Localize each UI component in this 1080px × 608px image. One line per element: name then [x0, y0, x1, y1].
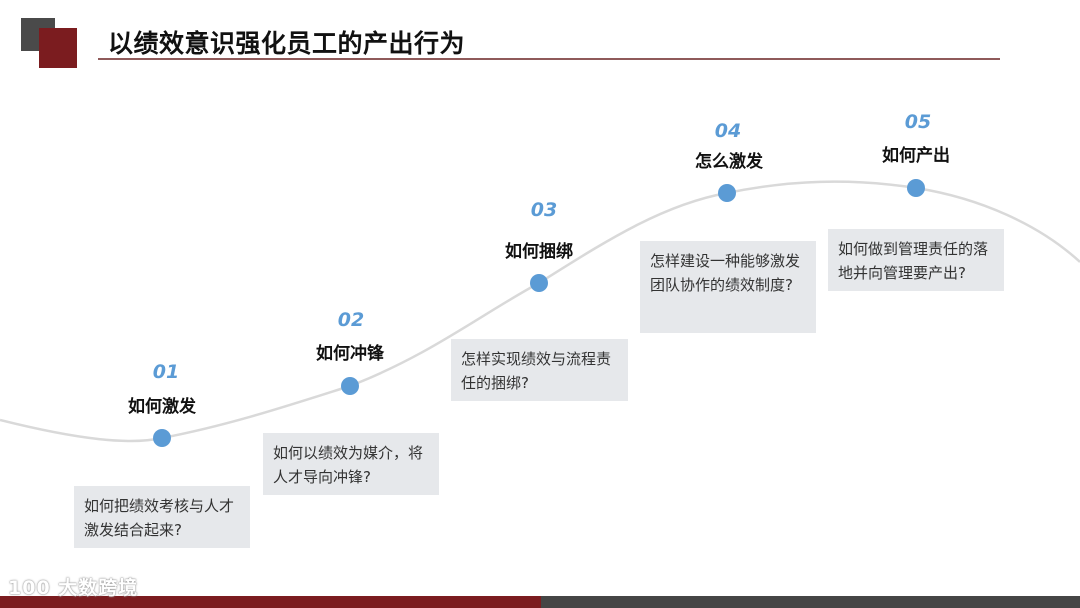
step-5-number: 05: [904, 111, 932, 133]
step-1-label: 如何激发: [128, 397, 196, 417]
step-3-label: 如何捆绑: [505, 242, 573, 262]
step-3-number: 03: [530, 199, 558, 221]
slide-title: 以绩效意识强化员工的产出行为: [108, 29, 466, 58]
step-3-description: 怎样实现绩效与流程责任的捆绑?: [451, 339, 628, 401]
step-2-label: 如何冲锋: [316, 344, 384, 364]
footer-bar-red: [0, 596, 541, 608]
decor-square-red: [39, 28, 77, 68]
footer-bar-gray: [541, 596, 1080, 608]
step-2-description: 如何以绩效为媒介，将人才导向冲锋?: [263, 433, 439, 495]
step-4-label: 怎么激发: [695, 152, 763, 172]
step-5-label: 如何产出: [882, 146, 950, 166]
step-1-description: 如何把绩效考核与人才激发结合起来?: [74, 486, 250, 548]
step-1-dot: [153, 429, 171, 447]
step-2-dot: [341, 377, 359, 395]
watermark-logo: 100 大数跨境: [8, 577, 139, 599]
step-5-description: 如何做到管理责任的落地并向管理要产出?: [828, 229, 1004, 291]
step-2-number: 02: [337, 309, 365, 331]
step-1-number: 01: [152, 361, 180, 383]
step-4-description: 怎样建设一种能够激发团队协作的绩效制度?: [640, 241, 816, 333]
step-3-dot: [530, 274, 548, 292]
title-underline: [98, 58, 1000, 60]
step-5-dot: [907, 179, 925, 197]
step-4-number: 04: [714, 120, 742, 142]
step-4-dot: [718, 184, 736, 202]
